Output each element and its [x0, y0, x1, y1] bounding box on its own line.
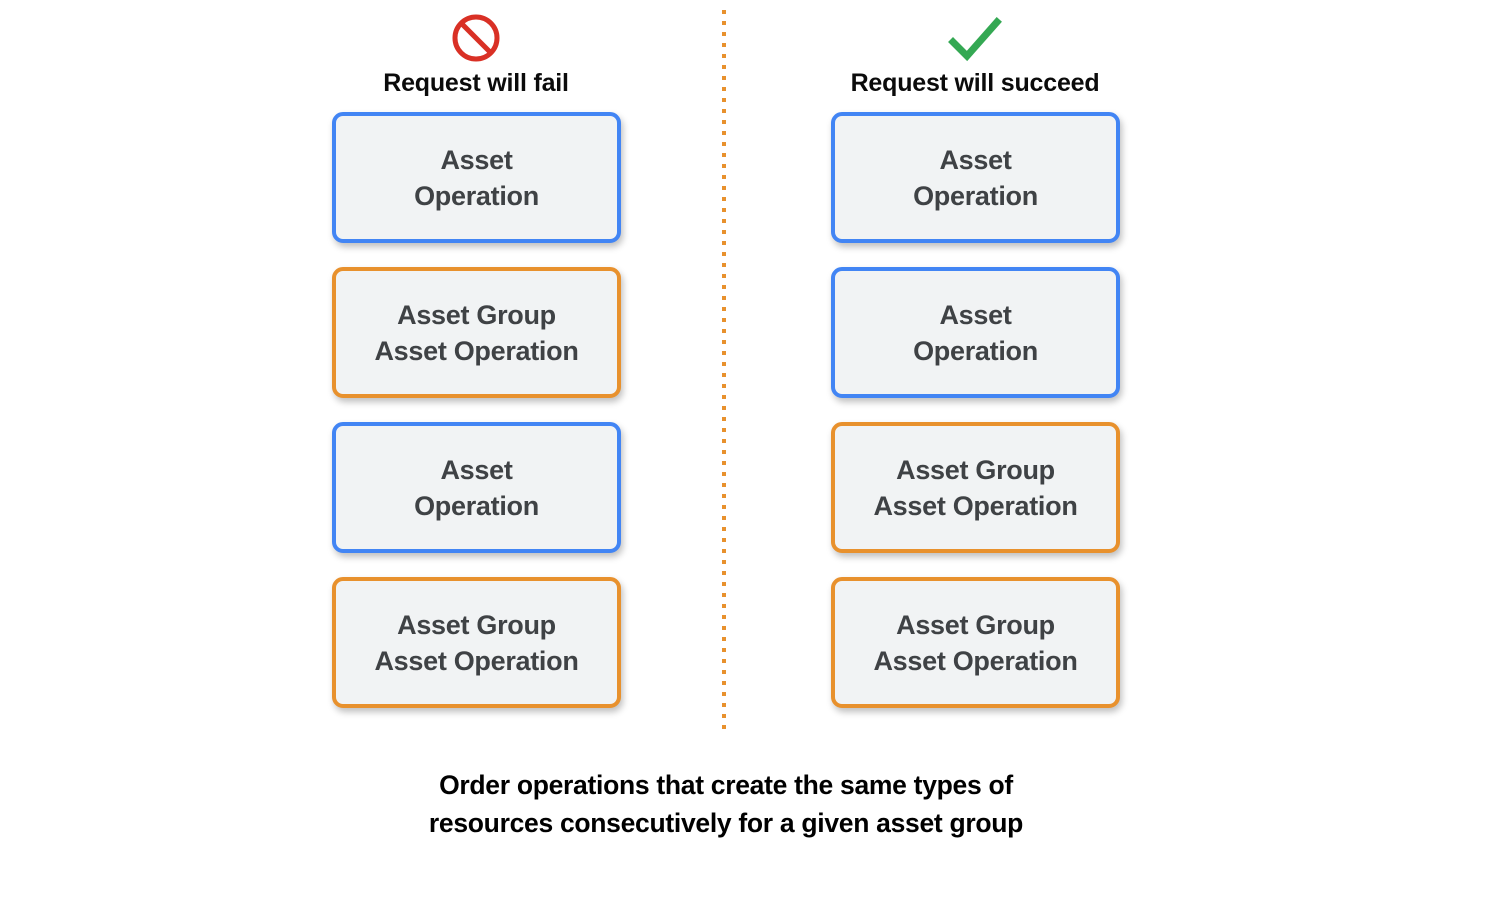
operation-box[interactable]: Asset Group Asset Operation — [831, 422, 1120, 553]
operation-box[interactable]: Asset Group Asset Operation — [332, 577, 621, 708]
operation-box-line: Asset Group — [397, 299, 556, 330]
operation-stack-fail: Asset Operation Asset Group Asset Operat… — [332, 112, 621, 708]
checkmark-icon — [948, 12, 1002, 64]
operation-box[interactable]: Asset Operation — [332, 422, 621, 553]
operation-box-line: Asset Group — [397, 609, 556, 640]
diagram-caption: Order operations that create the same ty… — [276, 766, 1176, 842]
operation-box[interactable]: Asset Operation — [332, 112, 621, 243]
operation-box-line: Asset — [440, 144, 513, 175]
operation-box[interactable]: Asset Operation — [831, 267, 1120, 398]
prohibition-icon — [450, 12, 502, 64]
operation-box[interactable]: Asset Group Asset Operation — [831, 577, 1120, 708]
operation-box-line: Asset Operation — [374, 645, 579, 676]
operation-box-line: Operation — [414, 490, 539, 521]
caption-line: resources consecutively for a given asse… — [428, 808, 1024, 838]
operation-box-line: Operation — [913, 335, 1038, 366]
column-title-succeed: Request will succeed — [850, 69, 1100, 97]
operation-box-line: Operation — [414, 180, 539, 211]
operation-box-line: Asset Operation — [873, 645, 1078, 676]
column-header-fail: Request will fail — [311, 12, 641, 98]
caption-line: Order operations that create the same ty… — [439, 770, 1013, 800]
operation-box-line: Asset — [939, 299, 1012, 330]
operation-box-line: Asset — [440, 454, 513, 485]
operation-box[interactable]: Asset Group Asset Operation — [332, 267, 621, 398]
operation-box-line: Asset Group — [896, 609, 1055, 640]
column-header-succeed: Request will succeed — [810, 12, 1140, 98]
operation-box-line: Asset Operation — [374, 335, 579, 366]
operation-stack-succeed: Asset Operation Asset Operation Asset Gr… — [831, 112, 1120, 708]
operation-box-line: Asset — [939, 144, 1012, 175]
operation-box-line: Asset Group — [896, 454, 1055, 485]
operation-box-line: Asset Operation — [873, 490, 1078, 521]
operation-box-line: Operation — [913, 180, 1038, 211]
vertical-dotted-divider — [722, 10, 726, 736]
column-title-fail: Request will fail — [383, 69, 569, 97]
operation-box[interactable]: Asset Operation — [831, 112, 1120, 243]
